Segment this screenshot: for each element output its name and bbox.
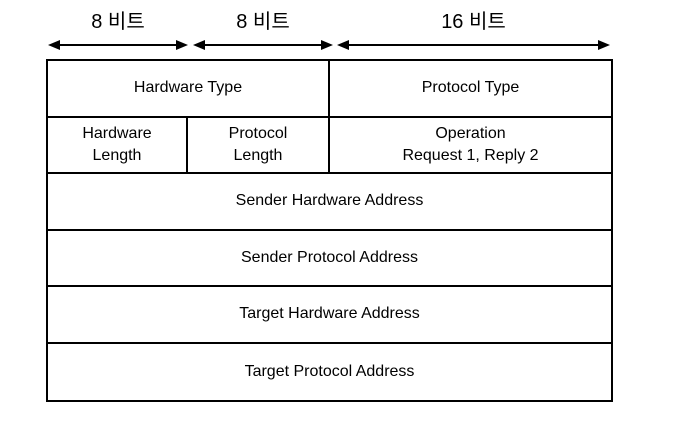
double-arrow-icon [193, 39, 333, 51]
field-hardware-type: Hardware Type [48, 61, 330, 118]
arrow-shaft [349, 44, 598, 46]
arrowhead-left-icon [337, 40, 349, 50]
arrowhead-left-icon [193, 40, 205, 50]
field-target-protocol-address: Target Protocol Address [244, 362, 415, 380]
bit-ruler-segment-2: 8 비트 [193, 10, 333, 51]
arrowhead-right-icon [598, 40, 610, 50]
field-operation: Operation Request 1, Reply 2 [330, 118, 611, 174]
double-arrow-icon [48, 39, 188, 51]
arrow-shaft [60, 44, 176, 46]
field-hardware-length: Hardware Length [48, 117, 188, 174]
bit-ruler-segment-3: 16 비트 [337, 10, 610, 51]
field-sender-hardware-address: Sender Hardware Address [48, 174, 611, 231]
field-protocol-length: Protocol Length [188, 117, 330, 174]
field-protocol-type: Protocol Type [330, 61, 611, 118]
bit-width-label-3: 16 비트 [441, 11, 506, 33]
arrowhead-right-icon [321, 40, 333, 50]
bit-width-label-2: 8 비트 [236, 11, 290, 33]
bit-ruler-segment-1: 8 비트 [48, 10, 188, 51]
arrow-shaft [205, 44, 321, 46]
field-target-hardware-address: Target Hardware Address [48, 287, 611, 344]
bit-width-label-1: 8 비트 [91, 11, 145, 33]
arrowhead-left-icon [48, 40, 60, 50]
arrowhead-right-icon [176, 40, 188, 50]
packet-structure-table: Hardware Type Protocol Type Hardware Len… [46, 59, 613, 402]
field-sender-protocol-address: Sender Protocol Address [48, 231, 611, 287]
double-arrow-icon [337, 39, 610, 51]
